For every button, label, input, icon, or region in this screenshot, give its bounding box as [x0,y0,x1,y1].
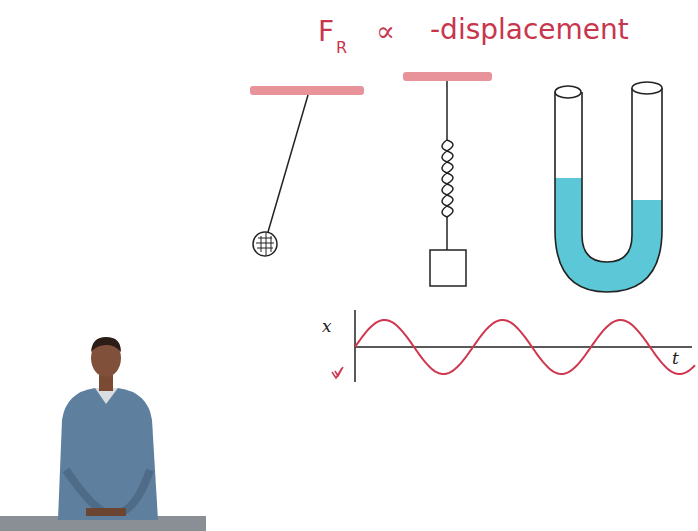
force-symbol: F [318,18,334,46]
axis-label: x [322,318,332,335]
presenter [0,337,206,531]
x-t-graph [332,310,695,382]
ceiling-bar [250,86,364,95]
ceiling-bar [403,72,492,81]
force-subscript: R [336,40,347,56]
proportional-symbol: ∝ [376,18,395,46]
displacement-text: -displacement [430,16,629,44]
pendulum [253,95,308,256]
u-tube [555,82,662,292]
axis-label: t [672,350,679,367]
spring-mass [430,81,466,286]
